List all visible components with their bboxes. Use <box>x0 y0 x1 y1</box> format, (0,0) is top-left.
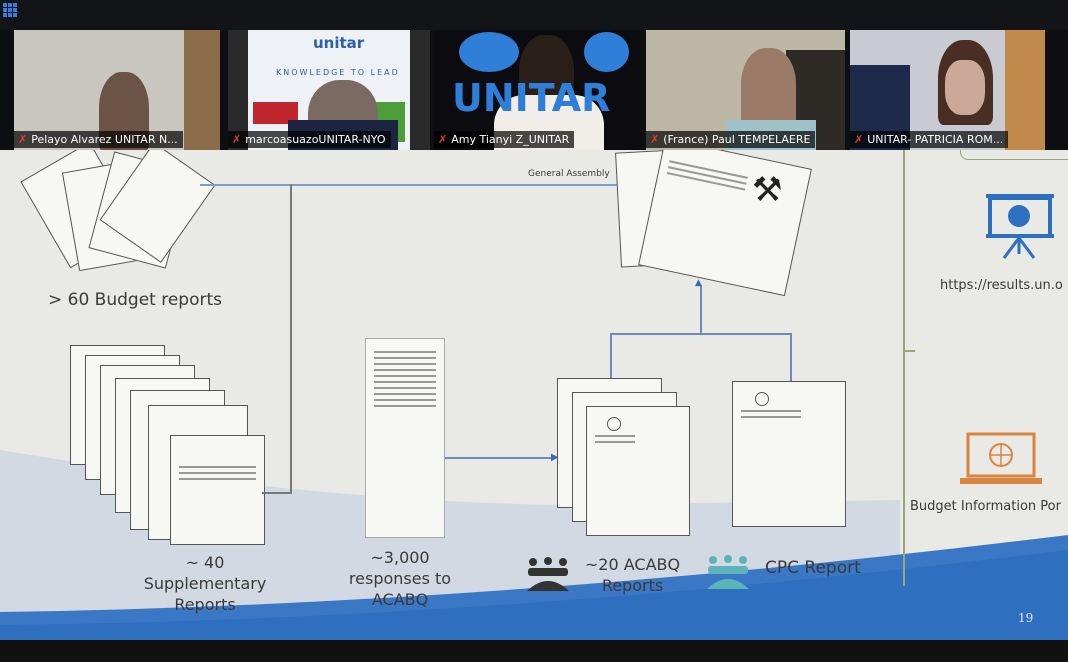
cpc-label: CPC Report <box>765 558 861 578</box>
cpc-report-doc <box>732 381 846 527</box>
muted-mic-icon: ✗ <box>854 133 864 146</box>
budget-reports-label: > 60 Budget reports <box>48 290 223 310</box>
participant-tile[interactable]: ✗Pelayo Alvarez UNITAR N... <box>14 30 220 150</box>
presentation-chart-icon <box>986 194 1054 259</box>
responses-doc <box>365 338 445 538</box>
participant-name: ✗Pelayo Alvarez UNITAR N... <box>14 131 183 148</box>
page-number: 19 <box>1018 611 1034 625</box>
muted-mic-icon: ✗ <box>650 133 660 146</box>
budget-portal-link[interactable]: Budget Information Por <box>910 499 1061 514</box>
shared-slide: > 60 Budget reports ▶ ▲ ⚒ General Assemb… <box>0 150 1068 640</box>
participant-name: ✗marcoasuazoUNITAR-NYO <box>228 131 391 148</box>
bracket-line <box>903 150 905 586</box>
participant-tile[interactable]: ✗UNITAR- PATRICIA ROM... <box>850 30 1045 150</box>
acabq-report-doc <box>586 406 690 536</box>
muted-mic-icon: ✗ <box>18 133 28 146</box>
participant-name: ✗(France) Paul TEMPELAERE <box>646 131 816 148</box>
participant-tile[interactable]: UNITAR ✗Amy Tianyi Z_UNITAR <box>434 30 640 150</box>
participant-tile[interactable]: unitar KNOWLEDGE TO LEAD ✗marcoasuazoUNI… <box>228 30 430 150</box>
arrow-right-icon: ▶ <box>551 452 559 463</box>
participant-tile[interactable]: ✗(France) Paul TEMPELAERE <box>646 30 845 150</box>
results-link[interactable]: https://results.un.o <box>940 278 1063 293</box>
meeting-top-bar <box>0 0 1068 30</box>
grid-view-icon[interactable] <box>3 3 17 17</box>
screen-bezel <box>0 640 1068 662</box>
gavel-icon: ⚒ <box>752 170 783 210</box>
muted-mic-icon: ✗ <box>232 133 242 146</box>
muted-mic-icon: ✗ <box>438 133 448 146</box>
participant-name: ✗Amy Tianyi Z_UNITAR <box>434 131 575 148</box>
participant-name: ✗UNITAR- PATRICIA ROM... <box>850 131 1009 148</box>
laptop-globe-icon <box>960 432 1042 484</box>
general-assembly-label: General Assembly <box>528 169 610 179</box>
committee-icon <box>527 557 569 591</box>
arrow-up-icon: ▲ <box>695 278 702 288</box>
cpc-committee-icon <box>707 555 749 589</box>
